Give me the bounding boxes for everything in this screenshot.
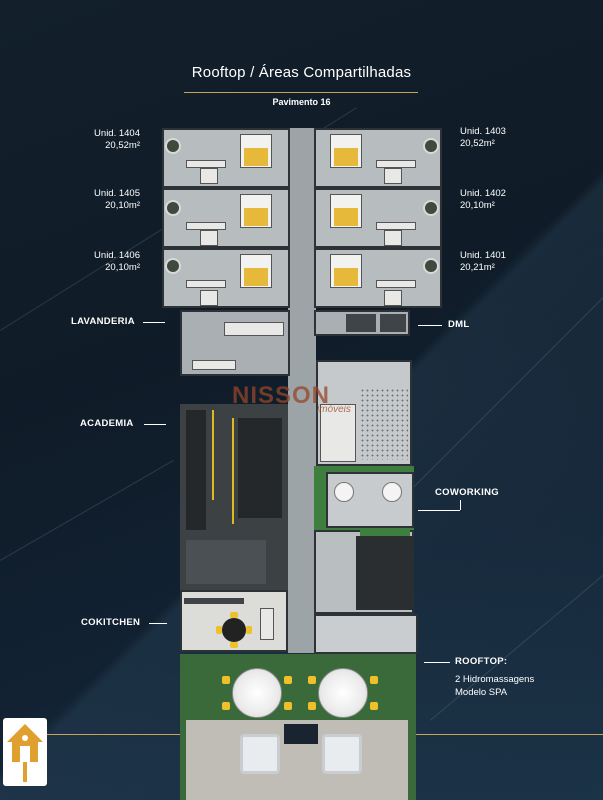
- watermark-brand: NISSON: [232, 382, 331, 409]
- label-cokitchen: COKITCHEN: [81, 617, 141, 628]
- rooftop-description: 2 Hidromassagens Modelo SPA: [455, 674, 535, 698]
- label-coworking: COWORKING: [435, 487, 499, 498]
- kitchen-counter: [184, 598, 244, 604]
- hydromassage-2: [322, 734, 362, 774]
- coworking-room: [326, 472, 414, 528]
- gym-stretch-mat: [186, 540, 266, 584]
- house-logo-icon: [3, 718, 47, 786]
- cowork-booth: [356, 536, 414, 610]
- bottom-accent-line-right: [416, 734, 603, 735]
- leader-lavanderia: [143, 322, 165, 323]
- leader-academia: [144, 424, 166, 425]
- leader-cokitchen: [149, 623, 167, 624]
- leader-coworking: [418, 510, 460, 511]
- title-underline: [184, 92, 418, 93]
- leader-coworking-v: [460, 500, 461, 510]
- leader-dml: [418, 325, 442, 326]
- laundry-counter: [192, 360, 236, 370]
- umbrella-1: [232, 668, 282, 718]
- hydromassage-1: [240, 734, 280, 774]
- stairs: [360, 388, 408, 460]
- page-subtitle: Pavimento 16: [272, 97, 331, 107]
- cowork-table-2: [382, 482, 402, 502]
- bathroom-block: [314, 614, 418, 654]
- rooftop-entry: [284, 724, 318, 744]
- label-dml: DML: [448, 319, 470, 330]
- central-corridor: [288, 128, 316, 653]
- label-lavanderia: LAVANDERIA: [71, 316, 135, 327]
- watermark-sub: imóveis: [317, 404, 351, 415]
- umbrella-2: [318, 668, 368, 718]
- dml-storage-2: [380, 314, 406, 332]
- kitchen-island: [260, 608, 274, 640]
- kitchen-table: [222, 618, 246, 642]
- dml-storage: [346, 314, 376, 332]
- elevator-1: [320, 404, 356, 462]
- gym-equipment-row: [186, 410, 206, 530]
- gym-equipment-center: [238, 418, 282, 518]
- page-title: Rooftop / Áreas Compartilhadas: [191, 64, 412, 81]
- label-rooftop: ROOFTOP:: [455, 656, 508, 667]
- bottom-accent-line-left: [40, 734, 180, 735]
- label-academia: ACADEMIA: [80, 418, 134, 429]
- gym-marking-2: [212, 410, 214, 500]
- washers: [224, 322, 284, 336]
- gym-marking: [232, 418, 234, 524]
- cowork-table-1: [334, 482, 354, 502]
- cowork-plants: [360, 530, 410, 536]
- leader-rooftop: [424, 662, 450, 663]
